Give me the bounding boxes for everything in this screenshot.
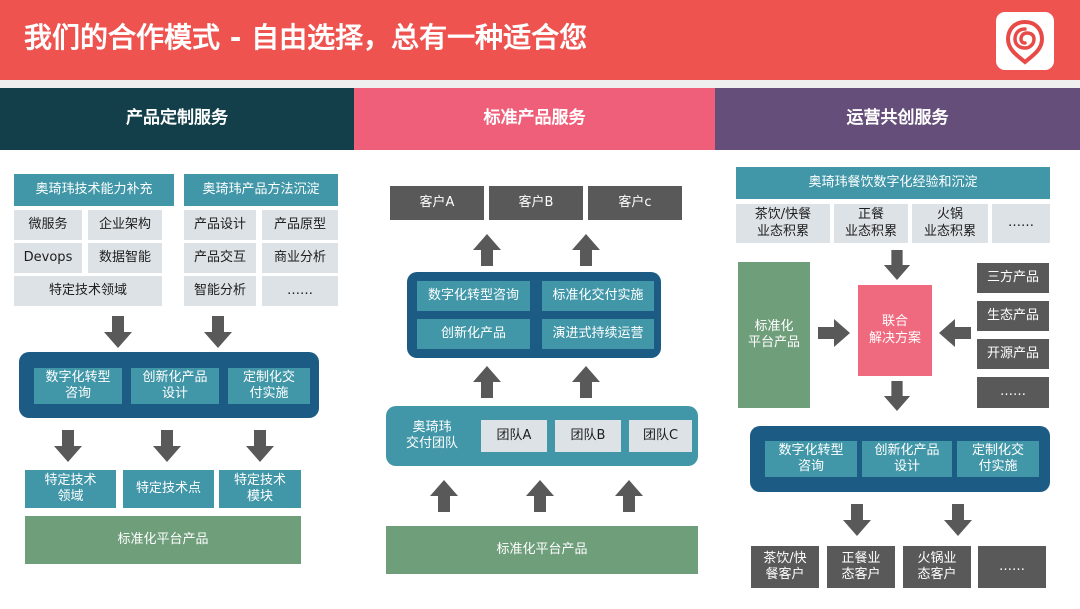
header-custom-service: 产品定制服务 [0, 88, 354, 150]
down-arrow-icon [153, 430, 181, 462]
joint-solution: 联合 解决方案 [858, 285, 932, 376]
up-arrow-icon [473, 366, 501, 398]
up-arrow-icon [473, 234, 501, 266]
company-logo [996, 12, 1054, 70]
client-item: 客户c [588, 186, 682, 220]
ops-platform-product: 标准化 平台产品 [738, 262, 810, 408]
method-item: 产品交互 [184, 243, 256, 273]
down-arrow-icon [883, 381, 911, 411]
up-arrow-icon [615, 480, 643, 512]
experience-item: …… [992, 204, 1050, 243]
team-item: 团队C [629, 420, 692, 452]
title-banner [0, 0, 1080, 80]
method-item: …… [262, 276, 338, 306]
capability-item: 数据智能 [88, 243, 162, 273]
output-item: 特定技术 领域 [25, 470, 116, 508]
service-item: 创新化产品 [417, 319, 530, 349]
client-item: 客户B [489, 186, 583, 220]
product-item: 生态产品 [977, 301, 1049, 331]
product-item: …… [977, 377, 1049, 408]
capability-title: 奥琦玮技术能力补充 [14, 174, 174, 206]
output-item: 特定技术 模块 [219, 470, 301, 508]
service-item: 数字化转型 咨询 [34, 368, 122, 404]
client-item: 茶饮/快 餐客户 [751, 546, 819, 588]
platform-product: 标准化平台产品 [386, 526, 698, 574]
client-item: 客户A [390, 186, 484, 220]
service-item: 创新化产品 设计 [131, 368, 219, 404]
method-item: 产品设计 [184, 210, 256, 240]
service-item: 演进式持续运营 [542, 319, 654, 349]
capability-item: Devops [14, 243, 82, 273]
method-item: 智能分析 [184, 276, 256, 306]
up-arrow-icon [572, 366, 600, 398]
experience-item: 正餐 业态积累 [834, 204, 908, 243]
service-item: 数字化转型咨询 [417, 281, 530, 311]
experience-title: 奥琦玮餐饮数字化经验和沉淀 [736, 167, 1050, 199]
down-arrow-icon [54, 430, 82, 462]
service-item: 数字化转型 咨询 [765, 441, 857, 477]
platform-product: 标准化平台产品 [25, 516, 301, 564]
spiral-pin-logo-icon [1005, 19, 1045, 65]
team-item: 团队B [555, 420, 621, 452]
method-item: 产品原型 [262, 210, 338, 240]
experience-item: 火锅 业态积累 [912, 204, 988, 243]
capability-item: 企业架构 [88, 210, 162, 240]
down-arrow-icon [944, 504, 972, 536]
delivery-team-label: 奥琦玮 交付团队 [405, 419, 458, 451]
left-arrow-icon [939, 319, 971, 347]
output-item: 特定技术点 [123, 470, 214, 508]
product-item: 三方产品 [977, 263, 1049, 293]
header-ops-service: 运营共创服务 [715, 88, 1080, 150]
down-arrow-icon [883, 250, 911, 280]
up-arrow-icon [572, 234, 600, 266]
experience-item: 茶饮/快餐 业态积累 [736, 204, 830, 243]
down-arrow-icon [843, 504, 871, 536]
down-arrow-icon [246, 430, 274, 462]
service-item: 定制化交 付实施 [228, 368, 310, 404]
method-title: 奥琦玮产品方法沉淀 [184, 174, 338, 206]
page-title: 我们的合作模式 - 自由选择，总有一种适合您 [24, 21, 588, 54]
client-item: 火锅业 态客户 [903, 546, 971, 588]
service-item: 定制化交 付实施 [957, 441, 1039, 477]
banner-divider [0, 80, 1080, 88]
service-item: 标准化交付实施 [542, 281, 654, 311]
down-arrow-icon [104, 316, 132, 348]
method-item: 商业分析 [262, 243, 338, 273]
header-standard-service: 标准产品服务 [354, 88, 715, 150]
up-arrow-icon [526, 480, 554, 512]
service-item: 创新化产品 设计 [862, 441, 952, 477]
right-arrow-icon [818, 319, 850, 347]
client-item: 正餐业 态客户 [827, 546, 895, 588]
up-arrow-icon [430, 480, 458, 512]
down-arrow-icon [204, 316, 232, 348]
team-item: 团队A [481, 420, 547, 452]
capability-item: 特定技术领域 [14, 276, 162, 306]
client-item: …… [978, 546, 1046, 588]
product-item: 开源产品 [977, 339, 1049, 369]
capability-item: 微服务 [14, 210, 82, 240]
